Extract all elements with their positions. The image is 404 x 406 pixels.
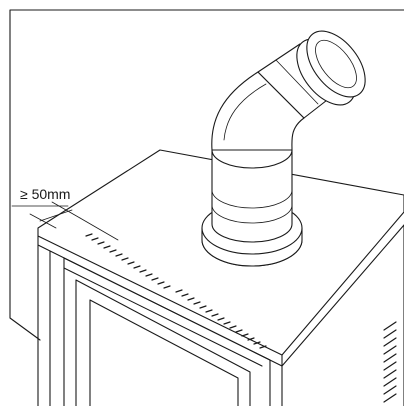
stove-door <box>63 267 263 406</box>
stove-side-face <box>281 224 404 406</box>
flue-pipe <box>201 30 366 267</box>
wall-corner <box>9 9 404 341</box>
top-vent-slots <box>85 233 267 349</box>
clearance-dimension <box>11 201 119 241</box>
clearance-label: ≥ 50mm <box>20 186 70 202</box>
stove-front-face <box>37 244 271 406</box>
side-vent-slots <box>383 321 397 403</box>
